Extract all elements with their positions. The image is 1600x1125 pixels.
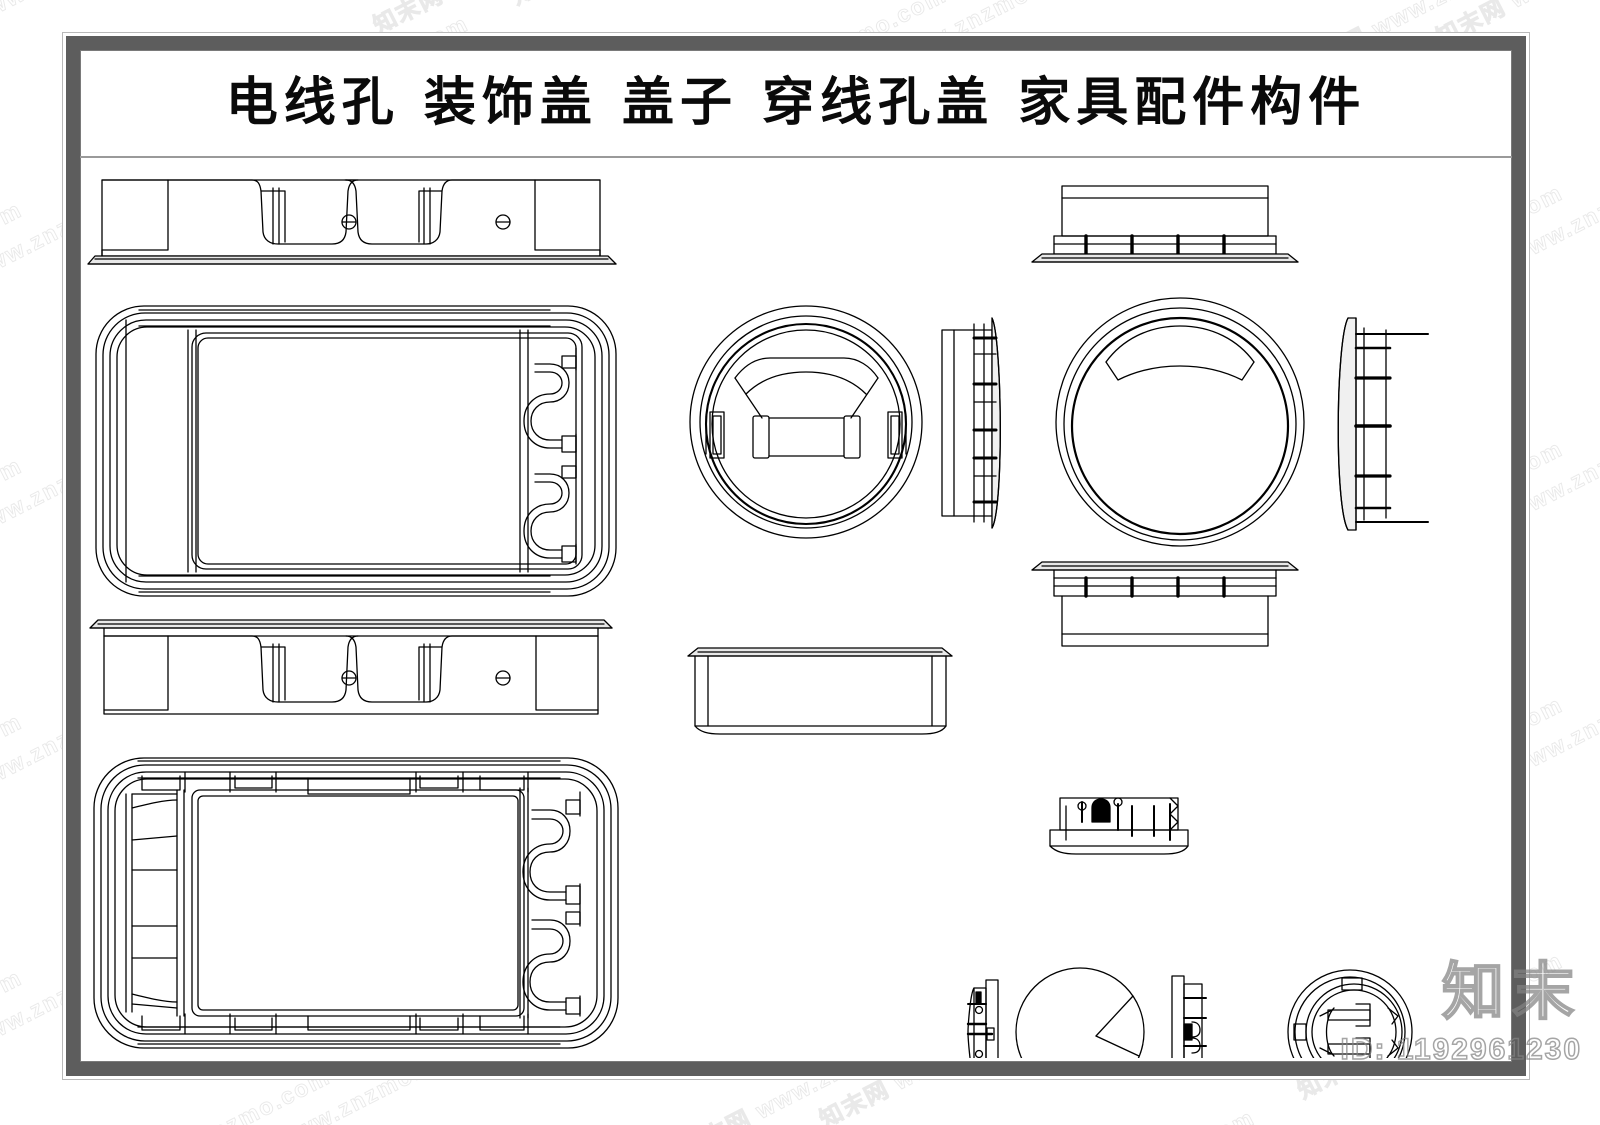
view-round-ring-side: [1337, 317, 1429, 531]
view-rect-cover-plan-top: [95, 305, 617, 597]
view-small-cap-left-side: [966, 979, 999, 1058]
view-round-grommet-side: [941, 317, 1001, 529]
view-rect-base-elevation: [687, 647, 953, 735]
view-round-ring-plan: [1055, 297, 1305, 547]
view-small-cap-plan: [1015, 967, 1145, 1058]
view-small-cap-top-elevation: [1049, 797, 1189, 855]
view-rect-cover-plan-bottom: [93, 757, 619, 1049]
view-round-ring-elevation-top: [1031, 185, 1299, 263]
sheet-inner-rule: [80, 50, 1512, 1062]
drawing-canvas: [80, 158, 1512, 1058]
view-round-ring-elevation-bottom: [1031, 561, 1299, 647]
drawing-sheet-frame: 电线孔 装饰盖 盖子 穿线孔盖 家具配件构件: [66, 36, 1526, 1076]
view-small-cap-right-side: [1171, 975, 1207, 1058]
view-rect-cover-front-elevation-top: [87, 179, 617, 265]
page-title: 电线孔 装饰盖 盖子 穿线孔盖 家具配件构件: [225, 73, 1367, 133]
view-small-cap-bottom-plan: [1287, 969, 1413, 1058]
view-rect-cover-front-elevation-mid: [89, 619, 613, 715]
title-block: 电线孔 装饰盖 盖子 穿线孔盖 家具配件构件: [80, 50, 1512, 158]
view-round-grommet-plan: [689, 305, 923, 539]
cad-drawing-svg: [87, 179, 1429, 1058]
